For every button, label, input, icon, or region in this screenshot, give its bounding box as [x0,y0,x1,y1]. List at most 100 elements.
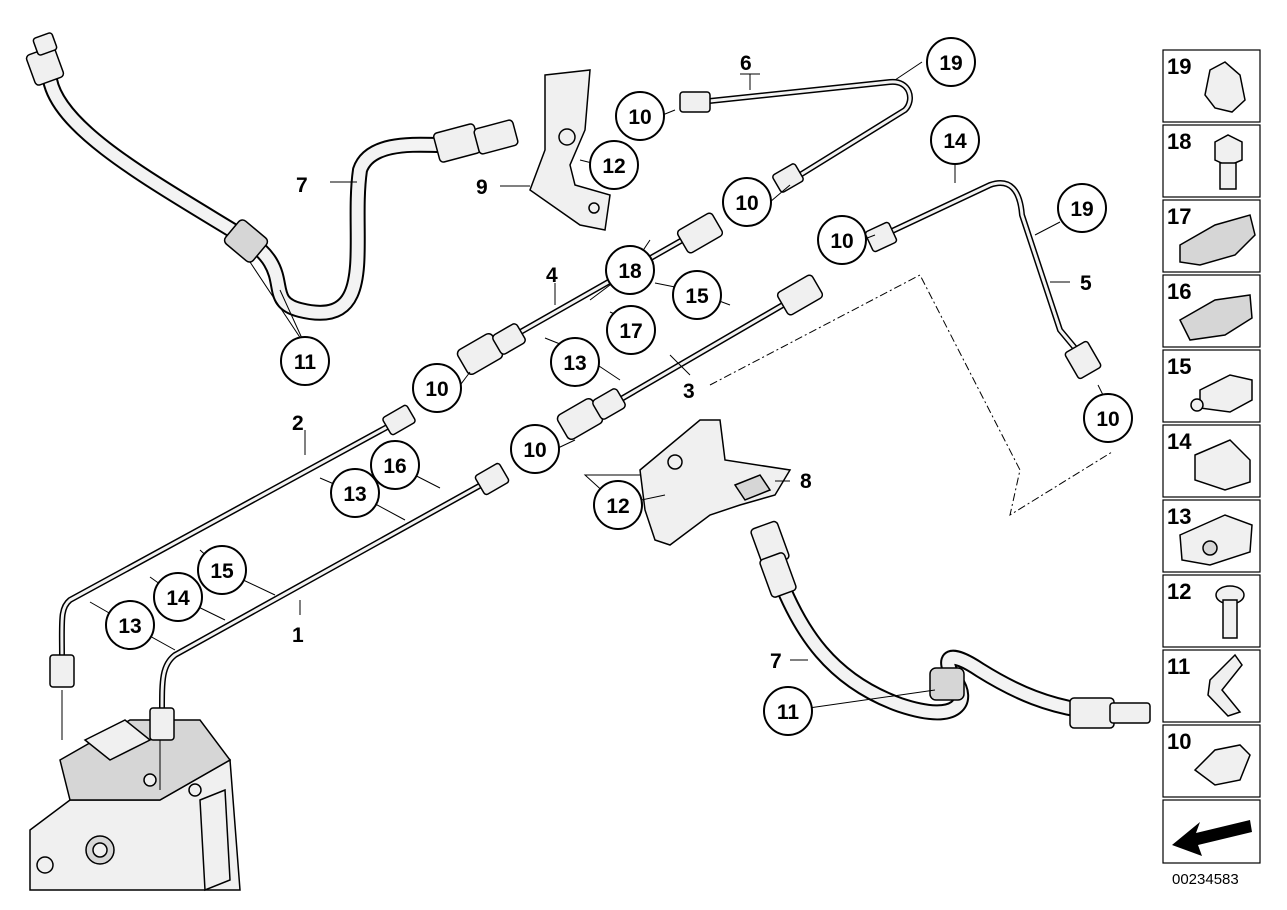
callout-19-top: 19 [926,37,976,87]
label-1: 1 [292,624,304,647]
clip-16-icon [1179,294,1253,341]
bolt-18-icon [1214,134,1243,167]
svg-text:10: 10 [523,439,546,462]
svg-text:19: 19 [939,52,962,75]
svg-text:17: 17 [619,320,642,343]
svg-text:12: 12 [1167,579,1191,604]
svg-text:10: 10 [425,378,448,401]
parts-legend: 19 18 17 16 15 [1162,49,1261,864]
callout-18: 18 [605,245,655,295]
bracket-8 [639,419,792,546]
svg-text:10: 10 [830,230,853,253]
legend-item-13: 13 [1162,499,1261,573]
clip-14-icon [1194,439,1251,491]
abs-hydraulic-unit [29,690,241,892]
svg-text:10: 10 [735,192,758,215]
callout-10-mid: 10 [722,177,772,227]
clip-11-icon [1207,653,1243,717]
callout-13-left: 13 [330,468,380,518]
callout-14-lower: 14 [153,572,203,622]
svg-text:13: 13 [343,483,366,506]
svg-text:14: 14 [1167,429,1192,454]
bolt-12-shank [1222,599,1238,639]
legend-item-19: 19 [1162,49,1261,123]
label-2: 2 [292,412,304,435]
label-8: 8 [800,470,812,493]
svg-text:10: 10 [1167,729,1191,754]
svg-text:16: 16 [383,455,406,478]
label-7-lower: 7 [770,650,782,673]
svg-text:10: 10 [628,106,651,129]
label-3: 3 [683,380,695,403]
callout-12-bracket: 12 [593,480,643,530]
label-6: 6 [740,52,752,75]
svg-text:18: 18 [1167,129,1191,154]
brake-pipe-4 [456,212,724,376]
legend-item-15: 15 [1162,349,1261,423]
callout-11-lower: 11 [763,686,813,736]
callout-14-right: 14 [930,115,980,165]
callout-16: 16 [370,440,420,490]
legend-item-16: 16 [1162,274,1261,348]
svg-text:15: 15 [210,560,234,583]
clip-15-hole [1190,398,1204,412]
bolt-18-shank [1219,162,1237,190]
callout-11-upper: 11 [280,336,330,386]
callout-10-far-right: 10 [1083,393,1133,443]
svg-text:19: 19 [1070,198,1093,221]
svg-text:11: 11 [294,351,317,374]
callout-10-left: 10 [412,363,462,413]
bracket-9 [529,69,611,231]
callout-10-right: 10 [817,215,867,265]
callout-10-top: 10 [615,91,665,141]
clip-13-icon [1179,514,1253,566]
legend-direction-arrow [1162,799,1261,864]
callout-13-lower: 13 [105,600,155,650]
label-9: 9 [476,176,488,199]
legend-item-12: 12 [1162,574,1261,648]
svg-text:19: 19 [1167,54,1191,79]
clip-19-icon [1204,61,1246,113]
legend-item-18: 18 [1162,124,1261,198]
label-5: 5 [1080,272,1092,295]
part-number-labels: 6 7 9 4 5 3 2 8 1 7 [292,52,1092,673]
document-number: 00234583 [1172,871,1239,888]
svg-text:15: 15 [1167,354,1191,379]
legend-item-10: 10 [1162,724,1261,798]
svg-text:13: 13 [1167,504,1191,529]
legend-item-11: 11 [1162,649,1261,723]
svg-text:13: 13 [118,615,141,638]
svg-text:12: 12 [602,155,625,178]
svg-text:16: 16 [1167,279,1191,304]
clip-17-icon [1179,214,1256,266]
brake-pipe-5 [864,180,1102,380]
brake-hose-7-lower [750,520,1151,729]
svg-text:13: 13 [563,352,586,375]
circled-callouts: 19 10 12 10 14 19 10 18 15 17 13 10 11 1… [105,37,1133,736]
svg-text:18: 18 [618,260,642,283]
svg-text:10: 10 [1096,408,1119,431]
label-4: 4 [546,264,558,287]
brake-pipe-6 [679,78,913,193]
clip-13-hole [1202,540,1218,556]
svg-text:14: 14 [166,587,190,610]
legend-item-14: 14 [1162,424,1261,498]
brake-pipe-3 [556,274,824,441]
callout-17: 17 [606,305,656,355]
callout-15-top: 15 [672,270,722,320]
label-7-upper: 7 [296,174,308,197]
svg-text:15: 15 [685,285,709,308]
callout-19-right: 19 [1057,183,1107,233]
callout-13-mid: 13 [550,337,600,387]
brake-hose-7-upper [25,32,519,321]
brake-pipe-2 [49,404,416,688]
callout-10-center: 10 [510,424,560,474]
svg-text:17: 17 [1167,204,1191,229]
svg-text:11: 11 [1167,654,1190,679]
clip-10-icon [1193,744,1251,786]
svg-text:14: 14 [943,130,967,153]
svg-text:12: 12 [606,495,629,518]
callout-12-top: 12 [589,140,639,190]
callout-15-lower: 15 [197,545,247,595]
